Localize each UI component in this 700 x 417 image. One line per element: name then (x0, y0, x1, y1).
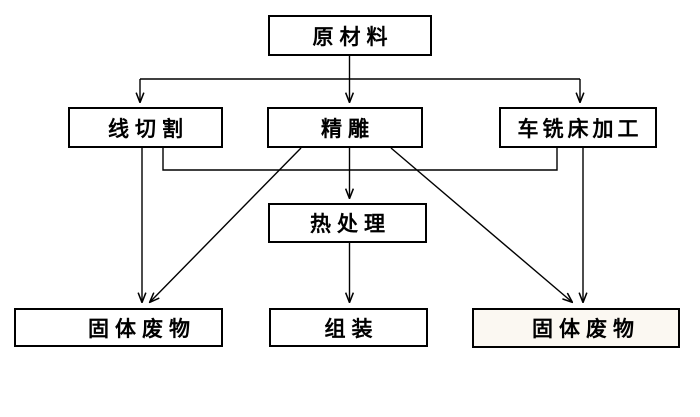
node-assembly: 组装 (269, 308, 428, 347)
node-raw-material: 原材料 (268, 15, 432, 56)
node-fine-engraving: 精雕 (267, 107, 423, 148)
node-solid-waste-left: 固体废物 (14, 308, 223, 347)
node-wire-cutting: 线切割 (68, 107, 223, 148)
node-heat-treatment: 热处理 (268, 203, 427, 243)
node-lathe-milling: 车铣床加工 (499, 107, 657, 148)
node-solid-waste-right: 固体废物 (472, 308, 680, 348)
